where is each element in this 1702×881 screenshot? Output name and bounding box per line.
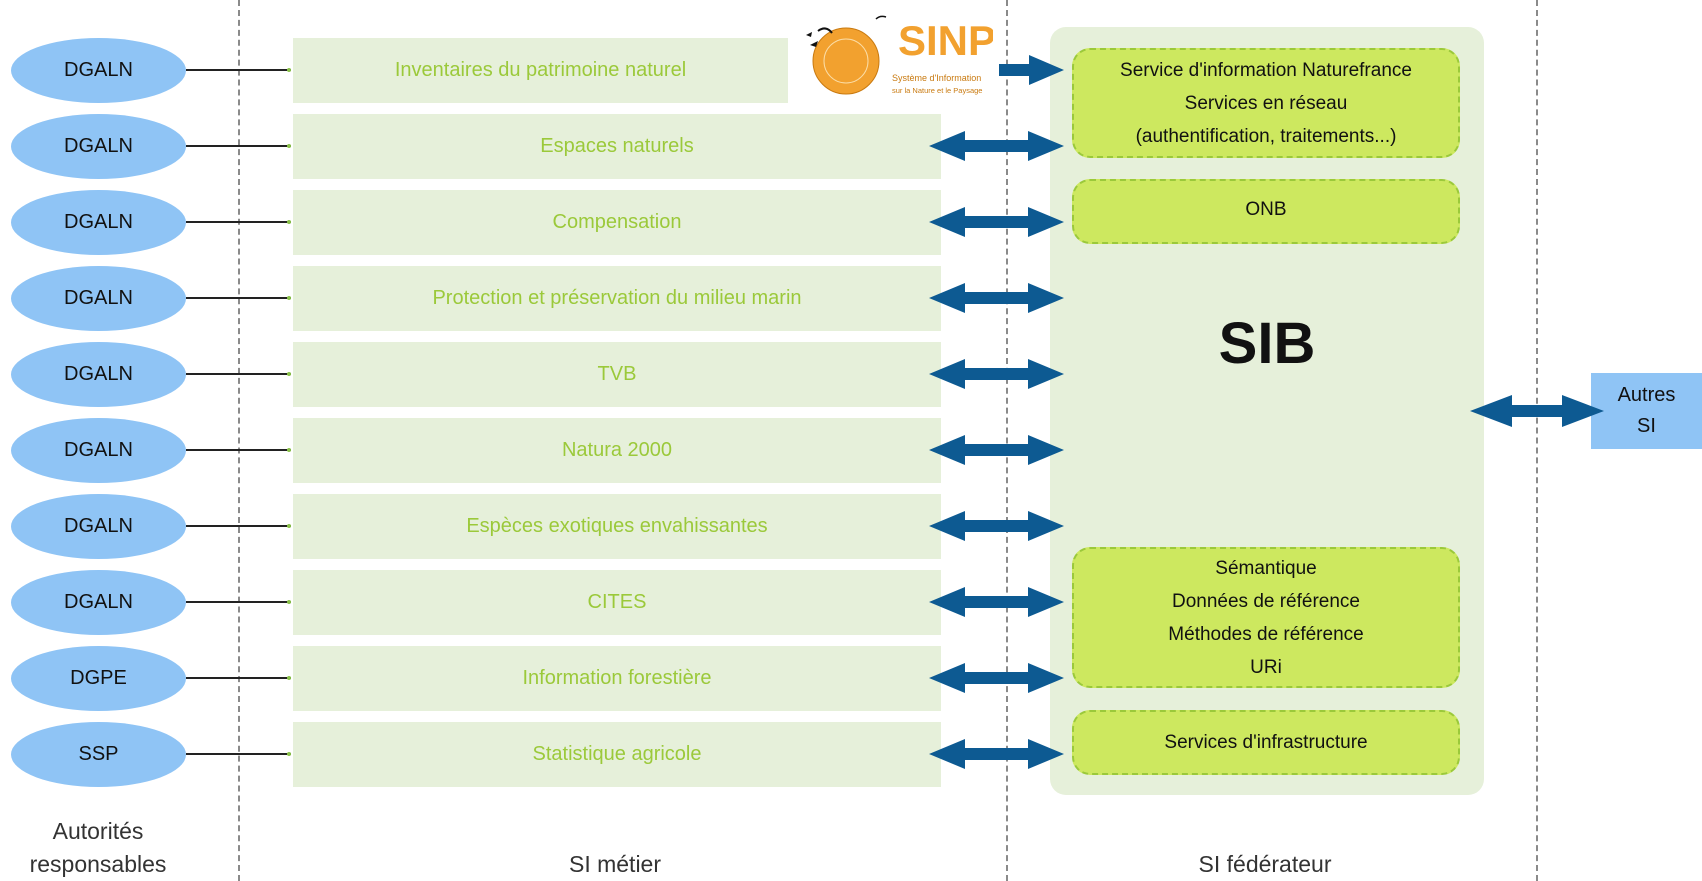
connector-dot: [287, 752, 291, 756]
diagram-row: DGPE Information forestière: [0, 646, 1064, 722]
connector-line: [186, 677, 291, 679]
separator-3: [1536, 0, 1538, 881]
sib-box-line: (authentification, traitements...): [1135, 125, 1397, 147]
si-metier-box: Statistique agricole: [293, 722, 941, 787]
connector-line: [186, 601, 291, 603]
flow-arrow-double: [929, 663, 1064, 693]
authority-ellipse: DGPE: [11, 646, 186, 711]
si-metier-box: Espaces naturels: [293, 114, 941, 179]
authority-ellipse: DGALN: [11, 190, 186, 255]
sinp-logo-subtitle-1: Système d'Information: [892, 73, 981, 83]
sib-box-semantique: Sémantique Données de référence Méthodes…: [1072, 547, 1460, 688]
flow-arrow-double: [929, 739, 1064, 769]
sib-box-line: Services en réseau: [1184, 92, 1348, 114]
connector-dot: [287, 448, 291, 452]
si-metier-box: TVB: [293, 342, 941, 407]
column-label-line: responsables: [29, 851, 167, 877]
connector-line: [186, 145, 291, 147]
column-label-si-federateur: SI fédérateur: [1198, 851, 1332, 877]
sib-box-line: Services d'infrastructure: [1164, 732, 1368, 753]
connector-line: [186, 753, 291, 755]
si-metier-box: Compensation: [293, 190, 941, 255]
connector-dot: [287, 220, 291, 224]
sib-box-line: Méthodes de référence: [1168, 623, 1364, 645]
sib-box-onb: ONB: [1072, 179, 1460, 244]
sib-title: SIB: [1218, 311, 1316, 376]
connector-dot: [287, 372, 291, 376]
sib-box-line: URi: [1250, 656, 1282, 678]
sinp-logo-subtitle-2: sur la Nature et le Paysage: [892, 86, 982, 95]
diagram-row: DGALN CITES: [0, 570, 1064, 646]
authority-ellipse: DGALN: [11, 38, 186, 103]
sib-box-line: Sémantique: [1215, 557, 1317, 579]
diagram-row: DGALN Compensation: [0, 190, 1064, 266]
connector-line: [186, 221, 291, 223]
column-label-line: Autorités: [52, 818, 144, 844]
sib-box-naturefrance: Service d'information Naturefrance Servi…: [1072, 48, 1460, 158]
authority-ellipse: SSP: [11, 722, 186, 787]
connector-line: [186, 297, 291, 299]
autres-si-line1: Autres: [1617, 384, 1676, 406]
connector-line: [186, 449, 291, 451]
authority-ellipse: DGALN: [11, 266, 186, 331]
si-metier-box: CITES: [293, 570, 941, 635]
sinp-logo-graphic: SINP Système d'Information sur la Nature…: [806, 15, 996, 95]
column-label-autorites: Autorités responsables: [0, 815, 196, 881]
si-metier-box: Espèces exotiques envahissantes: [293, 494, 941, 559]
authority-ellipse: DGALN: [11, 342, 186, 407]
separator-1: [238, 0, 240, 881]
connector-dot: [287, 524, 291, 528]
diagram-row: DGALN Inventaires du patrimoine naturel: [0, 38, 1064, 114]
si-metier-box: Protection et préservation du milieu mar…: [293, 266, 941, 331]
autres-si-line2: SI: [1637, 415, 1656, 437]
flow-arrow-double: [929, 207, 1064, 237]
flow-arrow-double: [929, 283, 1064, 313]
connector-dot: [287, 144, 291, 148]
connector-dot: [287, 296, 291, 300]
connector-line: [186, 69, 291, 71]
sinp-logo-name: SINP: [898, 17, 993, 64]
authority-ellipse: DGALN: [11, 418, 186, 483]
flow-arrow-double: [929, 131, 1064, 161]
flow-arrow-double: [929, 359, 1064, 389]
diagram-row: DGALN Espaces naturels: [0, 114, 1064, 190]
autres-si-arrow: [1470, 395, 1604, 427]
authority-ellipse: DGALN: [11, 570, 186, 635]
flow-arrow-double: [929, 587, 1064, 617]
sinp-logo: SINP Système d'Information sur la Nature…: [788, 11, 996, 101]
connector-line: [186, 373, 291, 375]
sib-box-infrastructure: Services d'infrastructure: [1072, 710, 1460, 775]
flow-arrow-right: [999, 55, 1064, 85]
si-metier-box: Natura 2000: [293, 418, 941, 483]
connector-dot: [287, 676, 291, 680]
diagram-row: DGALN TVB: [0, 342, 1064, 418]
si-metier-box: Inventaires du patrimoine naturel: [293, 38, 788, 103]
connector-line: [186, 525, 291, 527]
separator-2: [1006, 0, 1008, 881]
authority-ellipse: DGALN: [11, 494, 186, 559]
diagram-row: DGALN Protection et préservation du milie…: [0, 266, 1064, 342]
connector-dot: [287, 600, 291, 604]
flow-arrow-double: [929, 435, 1064, 465]
sib-box-line: ONB: [1245, 199, 1287, 220]
sib-box-line: Données de référence: [1171, 590, 1360, 612]
connector-dot: [287, 68, 291, 72]
column-label-si-metier: SI métier: [568, 851, 662, 877]
si-metier-box: Information forestière: [293, 646, 941, 711]
diagram-row: DGALN Natura 2000: [0, 418, 1064, 494]
sib-box-line: Service d'information Naturefrance: [1120, 59, 1412, 81]
autres-si-box: Autres SI: [1591, 373, 1702, 449]
diagram-row: DGALN Espèces exotiques envahissantes: [0, 494, 1064, 570]
diagram-row: SSP Statistique agricole: [0, 722, 1064, 798]
authority-ellipse: DGALN: [11, 114, 186, 179]
flow-arrow-double: [929, 511, 1064, 541]
